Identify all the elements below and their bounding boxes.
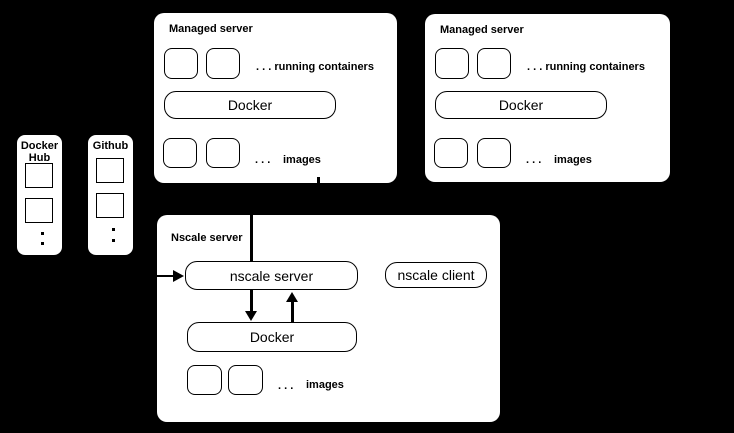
images-ellipsis: . . . bbox=[278, 380, 294, 392]
connector-managed-to-nscale-server bbox=[250, 215, 253, 262]
vertical-ellipsis-dot bbox=[112, 239, 115, 242]
arrow-docker-to-nscale-head bbox=[286, 292, 298, 302]
github-title: Github bbox=[92, 140, 129, 152]
arrow-docker-to-nscale-shaft bbox=[291, 301, 294, 322]
nscale-server-panel: Nscale server nscale server nscale clien… bbox=[157, 215, 500, 422]
docker-engine-label: Docker bbox=[227, 97, 273, 113]
arrow-into-nscale-server-head bbox=[173, 269, 184, 282]
managed-server-panel-1: Managed server . . . running containers … bbox=[154, 13, 397, 183]
docker-hub-title-line1: Docker bbox=[20, 140, 59, 152]
images-ellipsis: . . . bbox=[255, 154, 271, 166]
vertical-ellipsis-dot bbox=[41, 242, 44, 245]
running-container-box bbox=[435, 48, 469, 79]
image-box bbox=[187, 365, 222, 395]
repo-image-box bbox=[96, 158, 124, 183]
images-caption: images bbox=[306, 379, 344, 391]
docker-hub-title: Docker Hub bbox=[17, 140, 62, 164]
images-caption: images bbox=[554, 154, 592, 166]
docker-hub-panel: Docker Hub bbox=[17, 135, 62, 255]
arrow-nscale-to-docker-shaft bbox=[250, 290, 253, 312]
nscale-client-label: nscale client bbox=[397, 267, 475, 283]
running-container-box bbox=[164, 48, 198, 79]
running-containers-caption: . . . running containers bbox=[256, 61, 374, 73]
nscale-client-node: nscale client bbox=[385, 262, 487, 288]
images-ellipsis: . . . bbox=[526, 154, 542, 166]
docker-hub-title-line2: Hub bbox=[28, 152, 51, 165]
docker-engine-label: Docker bbox=[249, 329, 295, 345]
image-box bbox=[163, 138, 197, 168]
image-box bbox=[206, 138, 240, 168]
images-caption: images bbox=[283, 154, 321, 166]
repo-image-box bbox=[96, 193, 124, 218]
nscale-panel-title: Nscale server bbox=[171, 232, 243, 244]
arrow-nscale-to-docker-head bbox=[245, 311, 257, 321]
image-box bbox=[228, 365, 263, 395]
vertical-ellipsis-dot bbox=[112, 228, 115, 231]
docker-engine-label: Docker bbox=[498, 97, 544, 113]
docker-engine-node: Docker bbox=[435, 91, 607, 119]
nscale-server-node: nscale server bbox=[185, 261, 358, 290]
nscale-server-label: nscale server bbox=[229, 267, 314, 284]
vertical-ellipsis-dot bbox=[41, 232, 44, 235]
image-box bbox=[477, 138, 511, 168]
connector-stub-managed-server bbox=[317, 177, 320, 185]
repo-image-box bbox=[25, 198, 53, 223]
running-container-box bbox=[477, 48, 511, 79]
running-container-box bbox=[206, 48, 240, 79]
managed-server-title: Managed server bbox=[169, 23, 253, 35]
docker-engine-node: Docker bbox=[164, 91, 336, 119]
docker-engine-node: Docker bbox=[187, 322, 357, 352]
github-panel: Github bbox=[88, 135, 133, 255]
repo-image-box bbox=[25, 163, 53, 188]
arrow-into-nscale-server-shaft bbox=[156, 274, 174, 277]
image-box bbox=[434, 138, 468, 168]
managed-server-title: Managed server bbox=[440, 24, 524, 36]
running-containers-caption: . . . running containers bbox=[527, 61, 645, 73]
managed-server-panel-2: Managed server . . . running containers … bbox=[425, 14, 670, 182]
